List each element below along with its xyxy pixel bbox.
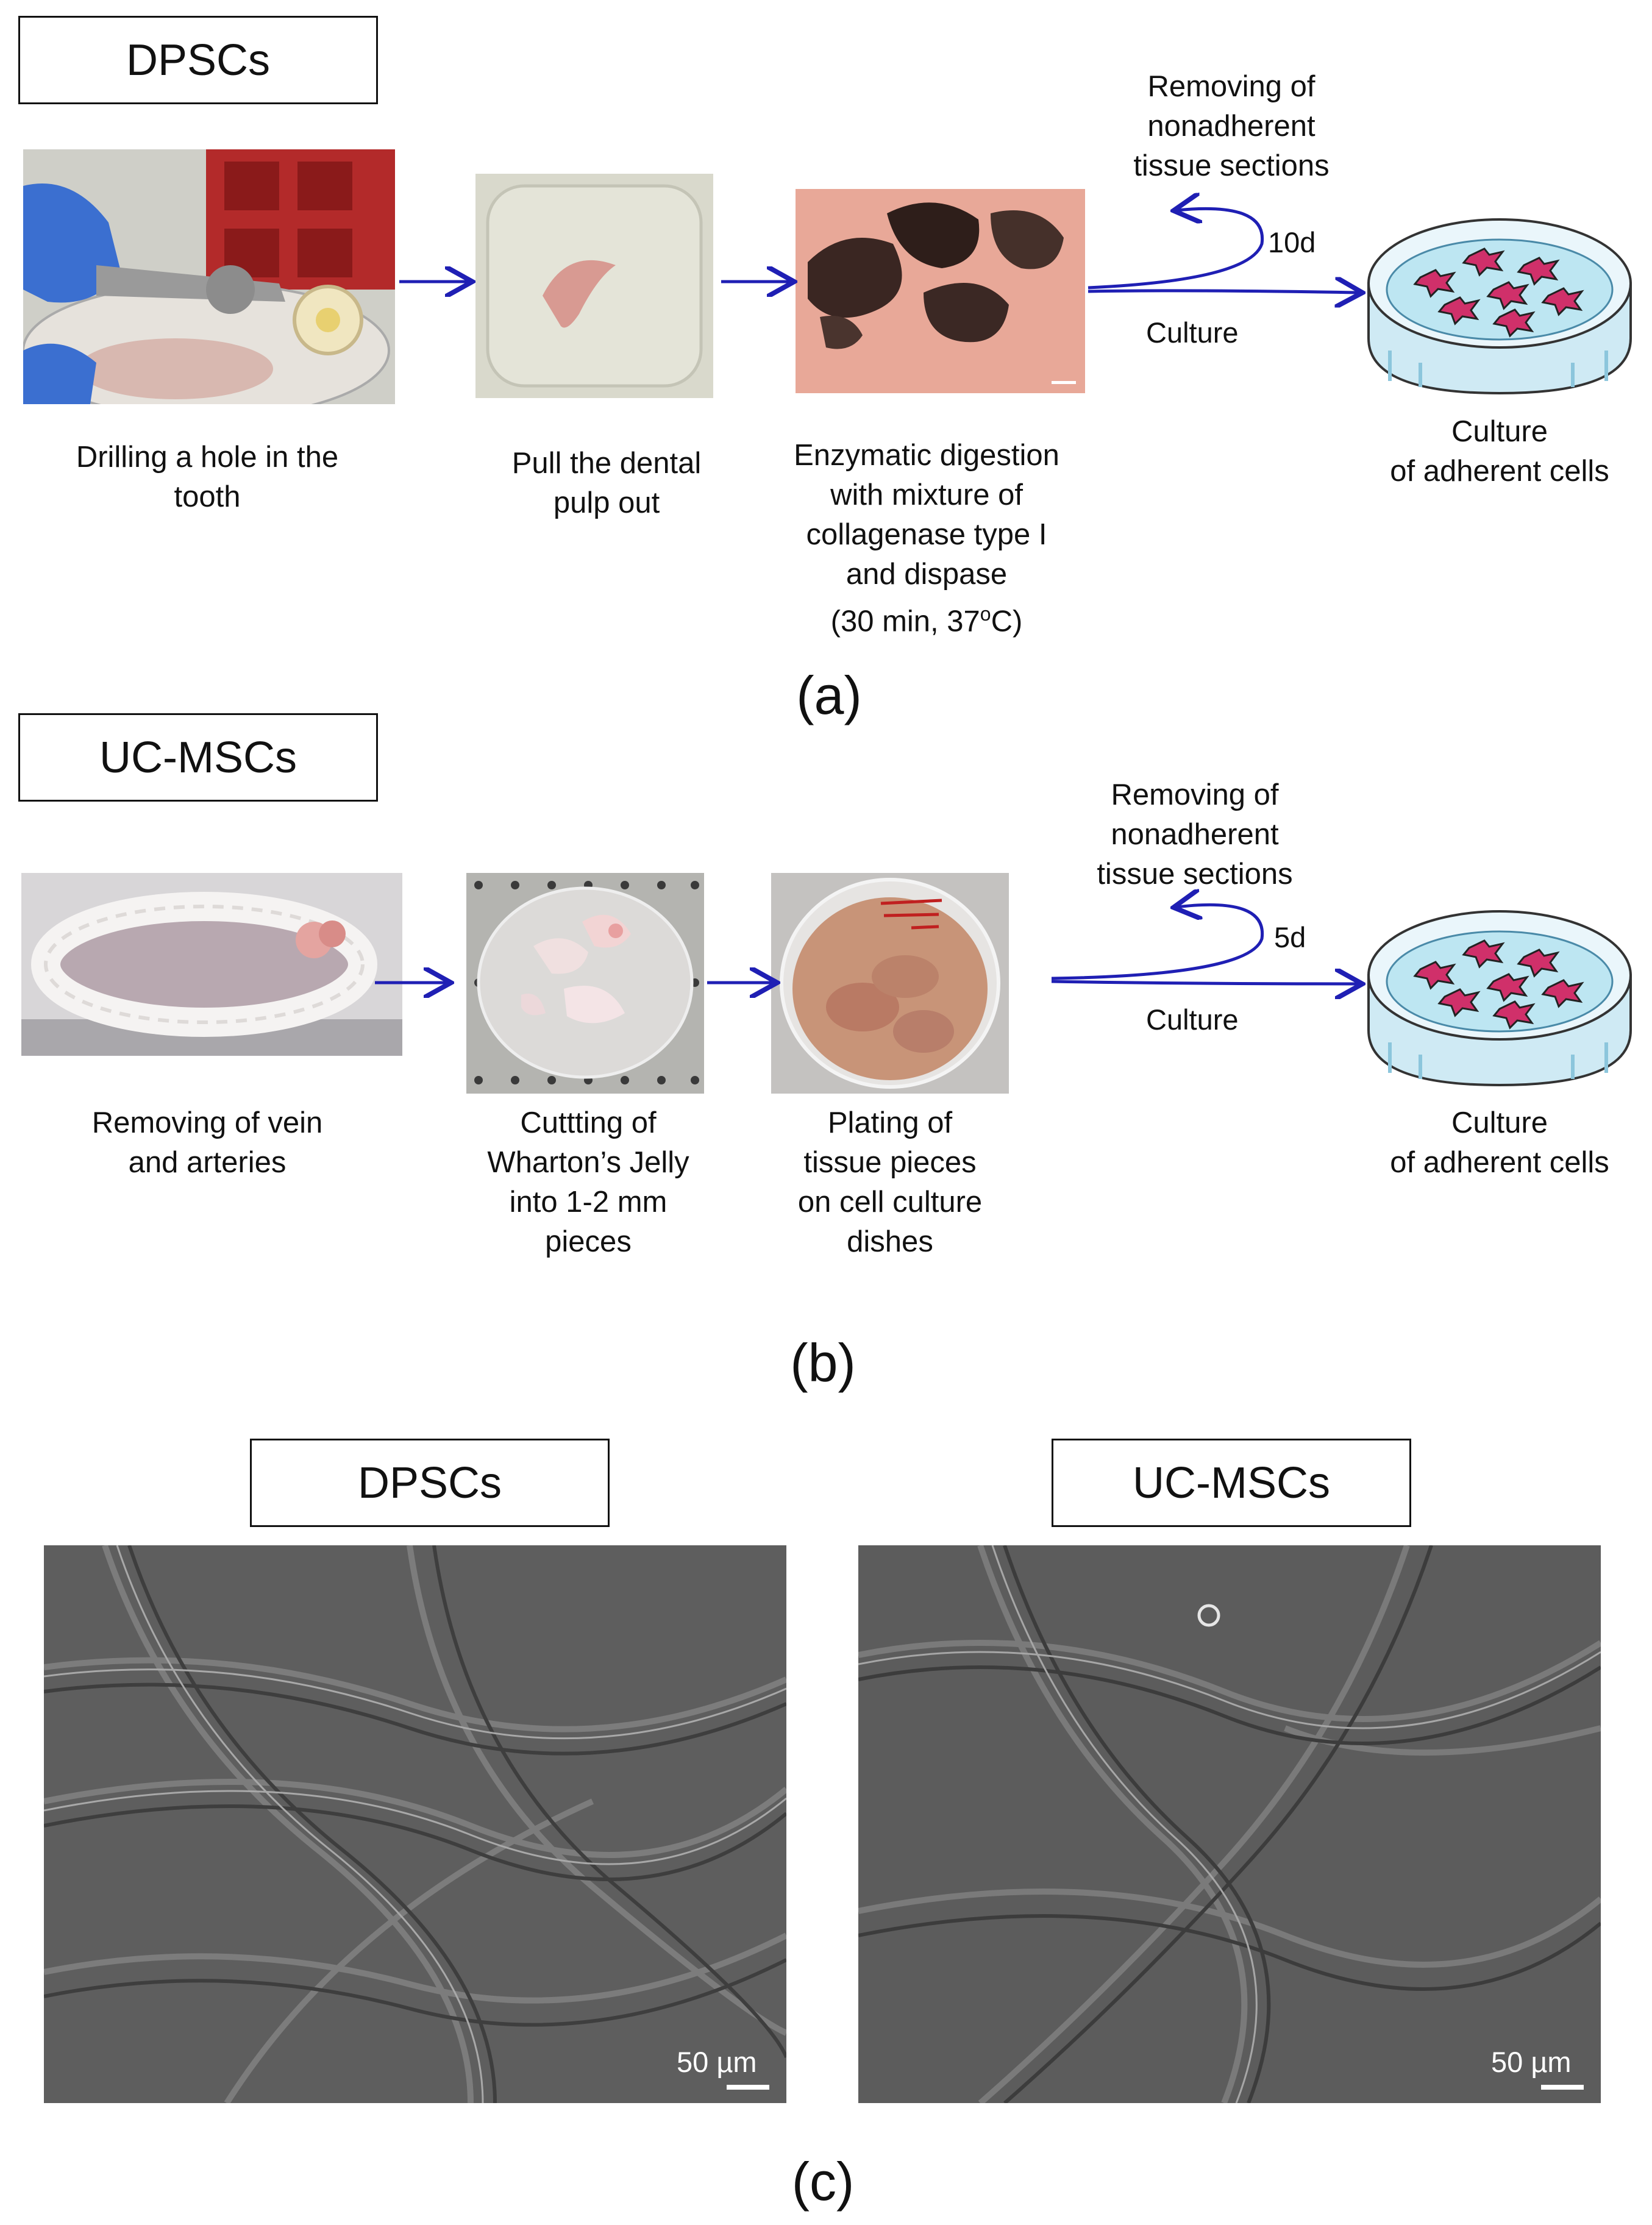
umbilical-cord-photo [21, 873, 402, 1056]
panel-a-label: (a) [796, 665, 862, 725]
culture-b-label: Culture [1146, 1003, 1239, 1036]
result-a-caption: Culture of adherent cells [1390, 415, 1609, 488]
panel-a-title: DPSCs [126, 35, 271, 85]
culture-dish-a-icon [1365, 198, 1634, 399]
dental-pulp-photo [475, 174, 713, 398]
step-b1-caption: Removing of vein and arteries [91, 1106, 323, 1179]
panel-c-title-2: UC-MSCs [1133, 1458, 1330, 1508]
result-b-caption: Culture of adherent cells [1390, 1106, 1609, 1179]
loop-arrow-a [1088, 208, 1264, 290]
dpsc-micrograph [44, 1545, 786, 2103]
step-a2-caption: Pull the dental pulp out [511, 447, 702, 519]
panel-b-label: (b) [790, 1333, 856, 1393]
ucmsc-scale-label: 50 µm [1491, 2046, 1572, 2078]
panel-c-title-box-1: DPSCs [250, 1439, 610, 1527]
loop-b-days: 5d [1274, 921, 1306, 953]
temperature-note: (30 min, 37oC) [830, 603, 1023, 638]
enzymatic-digestion-photo [796, 189, 1085, 393]
loop-b-text: Removing of nonadherent tissue sections [1097, 778, 1293, 891]
panel-c-title-1: DPSCs [357, 1458, 502, 1508]
dpsc-scale-label: 50 µm [677, 2046, 757, 2078]
arrow-a-culture [1088, 291, 1359, 293]
panel-a-title-box: DPSCs [18, 16, 378, 104]
panel-b-title-box: UC-MSCs [18, 713, 378, 802]
step-a1-caption: Drilling a hole in the tooth [76, 441, 339, 513]
panel-c-title-box-2: UC-MSCs [1052, 1439, 1411, 1527]
culture-a-label: Culture [1146, 316, 1239, 349]
panel-c-label: (c) [791, 2151, 855, 2212]
panel-b-title: UC-MSCs [99, 733, 297, 782]
loop-a-days: 10d [1268, 226, 1316, 258]
loop-a-text: Removing of nonadherent tissue sections [1133, 70, 1330, 182]
ucmsc-micrograph [858, 1545, 1601, 2103]
step-b3-caption: Plating of tissue pieces on cell culture… [797, 1106, 983, 1258]
arrow-b-culture [1051, 981, 1359, 984]
plated-dish-photo [771, 873, 1009, 1094]
tooth-drilling-photo [23, 149, 395, 404]
culture-dish-b-icon [1365, 890, 1634, 1091]
step-b2-caption: Cuttting of Wharton’s Jelly into 1-2 mm … [487, 1106, 689, 1258]
wharton-jelly-photo [466, 873, 704, 1094]
step-a3-caption: Enzymatic digestion with mixture of coll… [756, 436, 1097, 641]
loop-arrow-b [1051, 905, 1264, 980]
